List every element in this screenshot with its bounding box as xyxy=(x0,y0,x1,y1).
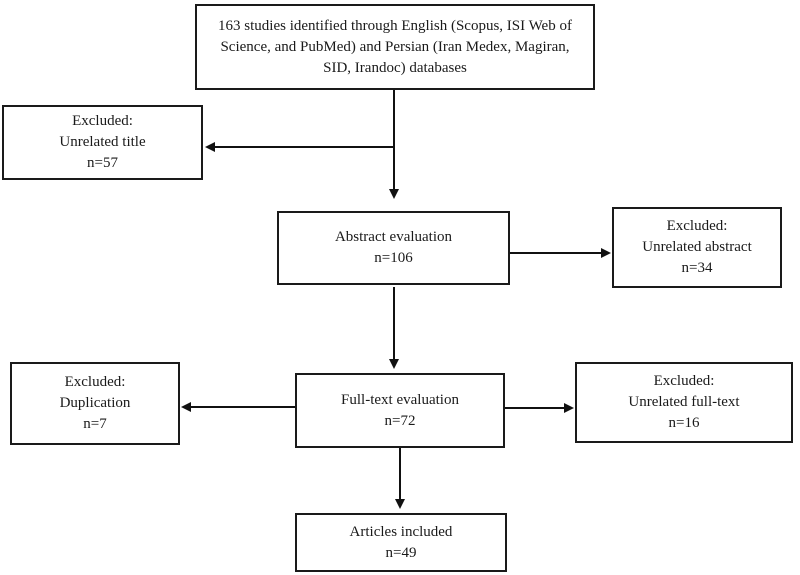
box-fulltext-evaluation-text: Full-text evaluation n=72 xyxy=(341,391,459,429)
box-fulltext-evaluation: Full-text evaluation n=72 xyxy=(295,373,505,448)
box-excluded-unrelated-fulltext: Excluded: Unrelated full-text n=16 xyxy=(575,362,793,443)
box-excluded-unrelated-abstract: Excluded: Unrelated abstract n=34 xyxy=(612,207,782,288)
box-excluded-duplication: Excluded: Duplication n=7 xyxy=(10,362,180,445)
box-abstract-evaluation: Abstract evaluation n=106 xyxy=(277,211,510,285)
box-articles-included: Articles included n=49 xyxy=(295,513,507,572)
box-excluded-unrelated-fulltext-text: Excluded: Unrelated full-text n=16 xyxy=(628,373,740,431)
box-excluded-unrelated-abstract-text: Excluded: Unrelated abstract n=34 xyxy=(642,218,752,276)
box-articles-included-text: Articles included n=49 xyxy=(349,523,453,561)
box-studies-identified: 163 studies identified through English (… xyxy=(195,4,595,90)
box-excluded-unrelated-title-text: Excluded: Unrelated title n=57 xyxy=(59,113,146,171)
box-excluded-unrelated-title: Excluded: Unrelated title n=57 xyxy=(2,105,203,180)
box-excluded-duplication-text: Excluded: Duplication n=7 xyxy=(59,374,131,432)
box-abstract-evaluation-text: Abstract evaluation n=106 xyxy=(334,229,453,266)
box-studies-identified-text: 163 studies identified through English (… xyxy=(218,17,572,76)
